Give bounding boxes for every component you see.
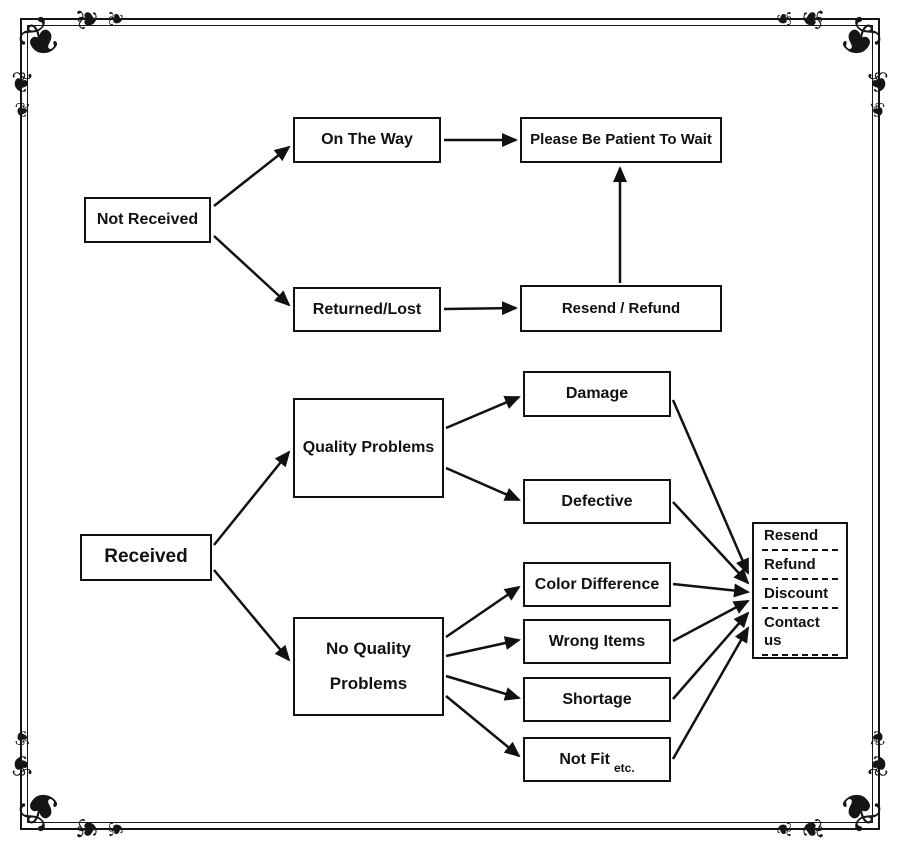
flourish-icon: ❦: [868, 725, 887, 749]
node-label: Resend / Refund: [561, 299, 681, 317]
flourish-icon: ❦: [71, 816, 105, 843]
flourish-icon: ❦: [824, 774, 894, 844]
node-label: Color Difference: [534, 575, 660, 593]
node-label-suffix: etc.: [613, 760, 635, 775]
node-label: Returned/Lost: [312, 300, 422, 318]
corner-flourish-icon: ❦ ❦ ❦ ❦ ❦: [6, 2, 138, 132]
flourish-icon: ❦: [868, 99, 887, 123]
outcome-option: Resend: [762, 525, 838, 551]
node-not-received: Not Received: [84, 197, 211, 243]
node-label: Shortage: [562, 690, 632, 708]
outcome-option: Refund: [762, 554, 838, 580]
node-on-the-way: On The Way: [293, 117, 441, 163]
corner-flourish-icon: ❦ ❦ ❦ ❦ ❦: [762, 2, 894, 132]
decorative-frame-inner: [27, 25, 873, 823]
flourish-icon: ❦: [795, 816, 829, 843]
corner-flourish-icon: ❦ ❦ ❦ ❦ ❦: [6, 716, 138, 846]
flourish-icon: ❦: [7, 65, 36, 100]
flourish-icon: ❦: [864, 65, 893, 100]
node-label: Please Be Patient To Wait: [530, 131, 712, 148]
node-received: Received: [80, 534, 212, 581]
node-label: Problems: [329, 673, 408, 693]
flourish-icon: ❦: [795, 5, 829, 32]
flourish-icon: ❦: [771, 820, 795, 839]
flourish-icon: ❦: [105, 9, 129, 28]
node-damage: Damage: [523, 371, 671, 417]
node-label: Wrong Items: [548, 632, 646, 650]
node-returned-lost: Returned/Lost: [293, 287, 441, 332]
flourish-icon: ❦: [771, 9, 795, 28]
flourish-icon: ❦: [7, 748, 36, 783]
node-shortage: Shortage: [523, 677, 671, 722]
node-resend-refund: Resend / Refund: [520, 285, 722, 332]
flourish-icon: ❦: [105, 820, 129, 839]
node-outcome: Resend Refund Discount Contact us: [752, 522, 848, 659]
node-label: On The Way: [321, 131, 413, 149]
outcome-option: Contact us: [762, 612, 838, 656]
node-defective: Defective: [523, 479, 671, 524]
outcome-option: Discount: [762, 583, 838, 609]
node-quality-problems: Quality Problems: [293, 398, 444, 498]
node-not-fit: Not Fit etc.: [523, 737, 671, 782]
node-wrong-items: Wrong Items: [523, 619, 671, 664]
flourish-icon: ❦: [13, 725, 32, 749]
flourish-icon: ❦: [6, 4, 76, 74]
node-label: No Quality: [325, 639, 411, 659]
node-label: Quality Problems: [302, 439, 435, 457]
node-be-patient: Please Be Patient To Wait: [520, 117, 722, 163]
node-label: Received: [104, 546, 188, 568]
node-label: Defective: [561, 492, 633, 510]
node-label: Not Received: [96, 211, 199, 229]
flourish-icon: ❦: [71, 5, 105, 32]
flourish-icon: ❦: [864, 748, 893, 783]
node-color-difference: Color Difference: [523, 562, 671, 607]
flourish-icon: ❦: [6, 774, 76, 844]
node-label: Not Fit: [559, 750, 610, 768]
corner-flourish-icon: ❦ ❦ ❦ ❦ ❦: [762, 716, 894, 846]
flourish-icon: ❦: [13, 99, 32, 123]
flourish-icon: ❦: [824, 4, 894, 74]
node-no-quality-problems: No Quality Problems: [293, 617, 444, 716]
decorative-frame-outer: [20, 18, 880, 830]
node-label: Damage: [565, 385, 629, 403]
